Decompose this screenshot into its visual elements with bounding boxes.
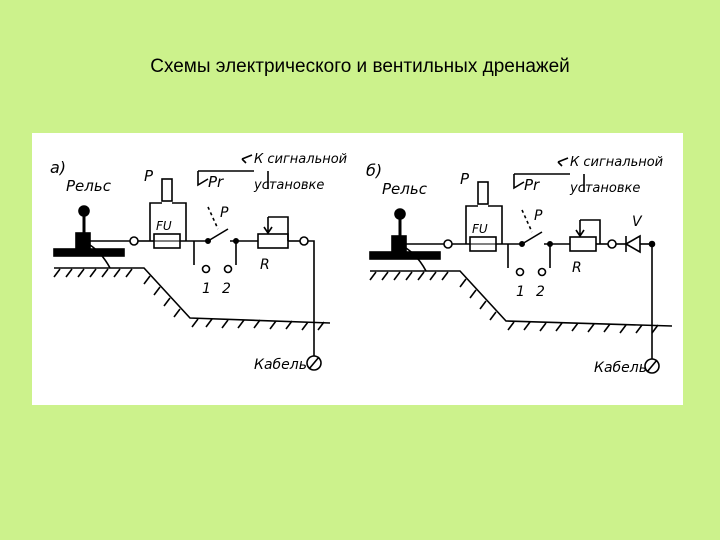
diagram-b-relay-p-label: Р [460, 170, 470, 188]
diagram-a-switch [207, 228, 229, 242]
diagram-a-switch-p-label: Р [220, 205, 229, 221]
diagram-b-terminal-2 [537, 267, 547, 277]
diagram-b-fuse-label: FU [472, 222, 488, 236]
diagram-a-resistor [257, 233, 289, 249]
diagram-a-terminal-1-label: 1 [202, 281, 211, 297]
drainage-schematics-figure: а) Рельс FU Р Рr К сигнальной [32, 133, 683, 405]
diagram-a-resistor-label: R [260, 257, 270, 273]
diagram-b-signal-line2: установке [569, 181, 640, 196]
diagram-a-signal-line2: установке [253, 178, 324, 193]
diagram-b-label: б) [366, 161, 382, 180]
diagram-a-cable-label: Кабель [254, 357, 307, 373]
diagram-a-terminal-2 [223, 264, 233, 274]
diagram-a-relay-p-label: Р [144, 167, 154, 185]
diagram-a-rail [53, 205, 125, 257]
diagram-b-terminal-1-label: 1 [516, 284, 525, 300]
diagram-b-switch [521, 231, 543, 245]
diagram-a-relay-coil [161, 178, 173, 202]
diagram-b-resistor [569, 236, 597, 252]
diagram-b-switch-p-label: Р [534, 208, 543, 224]
diagram-a-fuse-label: FU [156, 219, 172, 233]
diagram-a: а) Рельс FU Р Рr К сигнальной [50, 152, 347, 373]
diagram-b-resistor-label: R [572, 260, 582, 276]
diagram-b-terminal-node [443, 239, 453, 249]
diagram-a-rail-label: Рельс [66, 177, 112, 195]
diagram-a-rail-lead [89, 244, 111, 269]
diagram-a-ground [53, 267, 331, 331]
diagram-b-valve [616, 234, 656, 254]
diagram-a-signal-contact [197, 170, 254, 187]
diagram-b-rail-label: Рельс [382, 180, 428, 198]
diagram-b-terminal-1 [515, 267, 525, 277]
diagram-b-signal-contact [513, 173, 570, 190]
diagram-b-ground [369, 270, 673, 334]
diagram-a-label: а) [50, 158, 66, 177]
diagram-b-signal-line1: К сигнальной [570, 155, 663, 170]
diagram-a-signal-line1: К сигнальной [254, 152, 347, 167]
diagram-b-relay-pr-label: Рr [524, 176, 540, 194]
diagram-b-cable-label: Кабель [594, 360, 647, 376]
diagram-a-relay-pr-label: Рr [208, 173, 224, 191]
diagram-b-relay-coil [477, 181, 489, 205]
diagram-b: б) Рельс FU Р Рr К сигнальной установке [366, 155, 673, 376]
diagram-b-valve-label: V [632, 214, 643, 230]
slide-title: Схемы электрического и вентильных дренаж… [150, 56, 570, 77]
diagram-b-terminal-2-label: 2 [536, 284, 545, 300]
diagram-a-terminal-2-label: 2 [222, 281, 231, 297]
diagram-a-terminal-1 [201, 264, 211, 274]
diagram-b-rail [369, 208, 441, 260]
diagram-a-terminal-node [129, 236, 139, 246]
